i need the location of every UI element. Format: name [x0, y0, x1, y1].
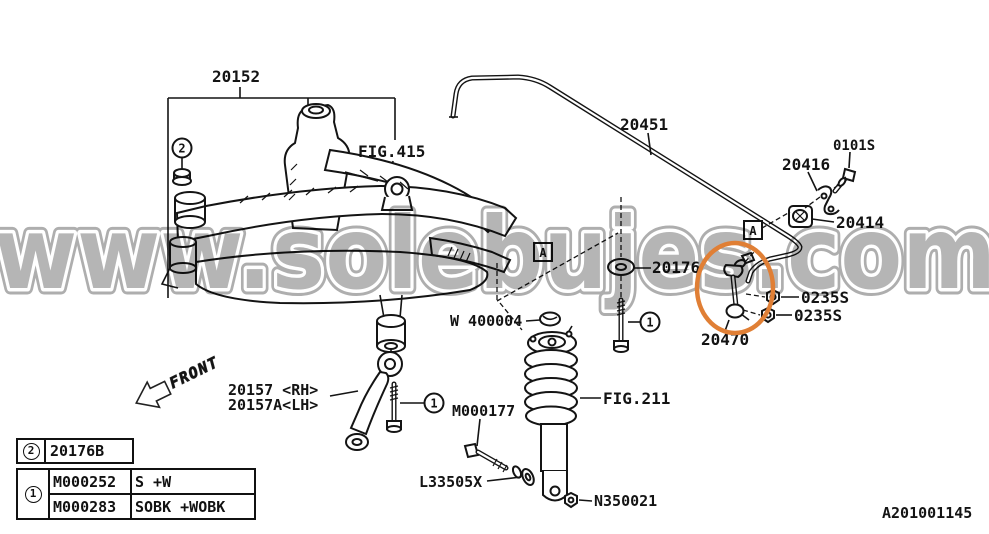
leader-l33505x: [486, 476, 522, 482]
label-doc-number: A201001145: [882, 504, 972, 522]
legend-ref1-row0-code: M000252: [50, 470, 132, 493]
marker-a-box-right: A: [743, 220, 763, 240]
legend-ref2-part: 20176B: [50, 442, 105, 460]
label-0235s-lower: 0235S: [794, 306, 842, 325]
label-20451: 20451: [620, 115, 668, 134]
legend-ref1-row1-spec: SOBK +WOBK: [135, 497, 226, 516]
label-fig415: FIG.415: [358, 142, 425, 161]
center-bolt-drawing: 1: [613, 297, 661, 353]
circle-marker-1-left: [423, 392, 445, 414]
label-fig211: FIG.211: [603, 389, 670, 408]
front-arrow-label: FRONT: [166, 353, 221, 392]
circle-marker-1-legend: 1: [24, 485, 42, 503]
legend-table-ref2: 2 20176B: [16, 438, 134, 464]
front-arrow-shape: [135, 380, 172, 409]
highlight-circle: [694, 240, 776, 336]
lateral-link-20157-drawing: 1: [329, 349, 445, 451]
a-box-center-label: A: [539, 246, 547, 260]
label-20414: 20414: [836, 213, 884, 232]
legend-row: M000252 S +W: [50, 470, 254, 493]
part-labels: 20152 FIG.415 20451 0101S 20416 20414 20…: [212, 67, 972, 522]
label-n350021: N350021: [594, 492, 657, 510]
leader-20416: [807, 171, 818, 192]
stabilizer-link-20470-drawing: [723, 251, 766, 332]
leader-m000177: [476, 418, 481, 447]
circle-1-left-label: 1: [430, 397, 437, 411]
bushing-20414-drawing: [761, 196, 835, 229]
a-box-right-label: A: [749, 224, 757, 238]
circle-marker-2: [171, 137, 193, 159]
label-20157a-lh: 20157A<LH>: [228, 396, 318, 414]
nut-n350021-drawing: [564, 491, 593, 509]
label-0101s: 0101S: [833, 138, 875, 154]
legend-ref1-row0-spec: S +W: [135, 472, 172, 491]
label-20152: 20152: [212, 67, 260, 86]
marker-a-box-center: A: [533, 242, 553, 262]
legend-ref1-row1-code: M000283: [50, 495, 132, 518]
circle-1-center-label: 1: [646, 316, 653, 330]
leader-0101s: [848, 151, 851, 169]
bracket-20416-drawing: [807, 171, 840, 216]
clip-w400004-drawing: [525, 311, 561, 327]
legend-ref2-symbol-cell: 2: [18, 440, 46, 462]
label-l33505x: L33505X: [419, 473, 482, 491]
label-20157-rh: 20157 <RH>: [228, 381, 318, 399]
circle-marker-2-legend: 2: [22, 442, 40, 460]
a-marker-dashed-leaders: [496, 232, 619, 331]
bolt-m000177-drawing: [463, 418, 509, 473]
leader-20470: [724, 319, 730, 332]
bolt-0101s-drawing: [832, 151, 857, 194]
coil-spring-shock-drawing: [524, 325, 601, 502]
leader-20414: [811, 218, 835, 223]
legend-table-ref1: 1 M000252 S +W M000283 SOBK +WOBK: [16, 468, 256, 520]
legend-row: M000283 SOBK +WOBK: [50, 493, 254, 518]
circle-marker-1-center: [639, 311, 661, 333]
label-w400004: W 400004: [450, 312, 522, 330]
leader-20157: [329, 390, 359, 397]
front-arrow: FRONT: [135, 353, 222, 409]
label-m000177: M000177: [452, 402, 515, 420]
rear-subframe-drawing: [160, 103, 518, 353]
legend: 2 20176B 1 M000252 S +W M000283 SOBK +WO…: [16, 438, 256, 520]
legend-ref1-symbol-cell: 1: [18, 470, 50, 518]
label-20416: 20416: [782, 155, 830, 174]
leader-n350021: [578, 499, 593, 502]
label-0235s-upper: 0235S: [801, 288, 849, 307]
leader-w400004: [525, 319, 541, 322]
washer-20176-drawing: [607, 197, 651, 298]
circle-marker-2-label: 2: [178, 142, 185, 156]
leader-20451: [647, 132, 652, 156]
label-20176: 20176: [652, 258, 700, 277]
washers-l33505x-drawing: [486, 465, 535, 486]
ref2-nut-drawing: 2: [171, 137, 193, 186]
